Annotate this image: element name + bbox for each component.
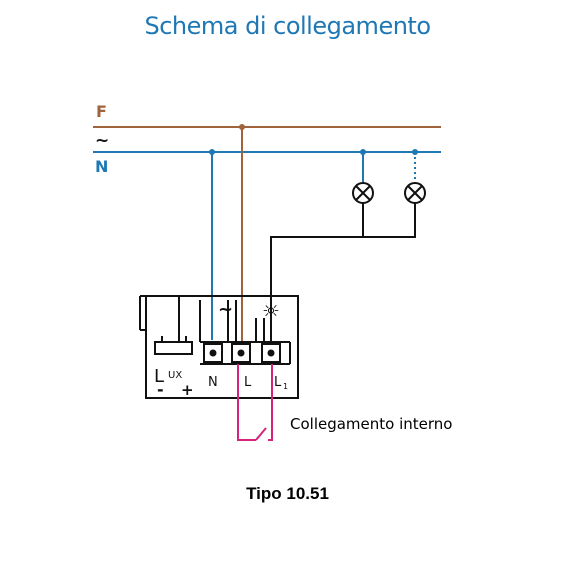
sun-symbol: ☼	[262, 299, 280, 323]
internal-connection	[237, 364, 273, 441]
lamp-2-icon	[404, 182, 426, 204]
line-label-neutral: N	[95, 157, 108, 176]
lux-sub-label: UX	[168, 370, 182, 381]
tilde-symbol: ~	[218, 299, 233, 320]
minus-label: -	[157, 380, 164, 399]
internal-connection-label: Collegamento interno	[290, 415, 453, 433]
terminal-n-label: N	[208, 375, 218, 390]
relay-device	[139, 295, 299, 399]
load-wire-lamp-2	[363, 203, 416, 238]
line-label-tilde: ~	[95, 131, 109, 151]
lamp-1-icon	[352, 182, 374, 204]
terminal-screw-l1	[261, 343, 281, 363]
plus-label: +	[181, 381, 194, 399]
terminal-l1-sub-label: 1	[283, 382, 288, 391]
load-wire	[270, 203, 364, 342]
terminal-screw-n	[203, 343, 223, 363]
terminal-l-label: L	[244, 375, 252, 390]
terminal-screw-l	[231, 343, 251, 363]
line-label-phase: F	[96, 102, 107, 121]
model-label: Tipo 10.51	[246, 484, 329, 503]
terminal-l1-label: L	[274, 375, 282, 390]
diagram-title: Schema di collegamento	[144, 12, 431, 40]
lux-label: L	[154, 366, 164, 387]
